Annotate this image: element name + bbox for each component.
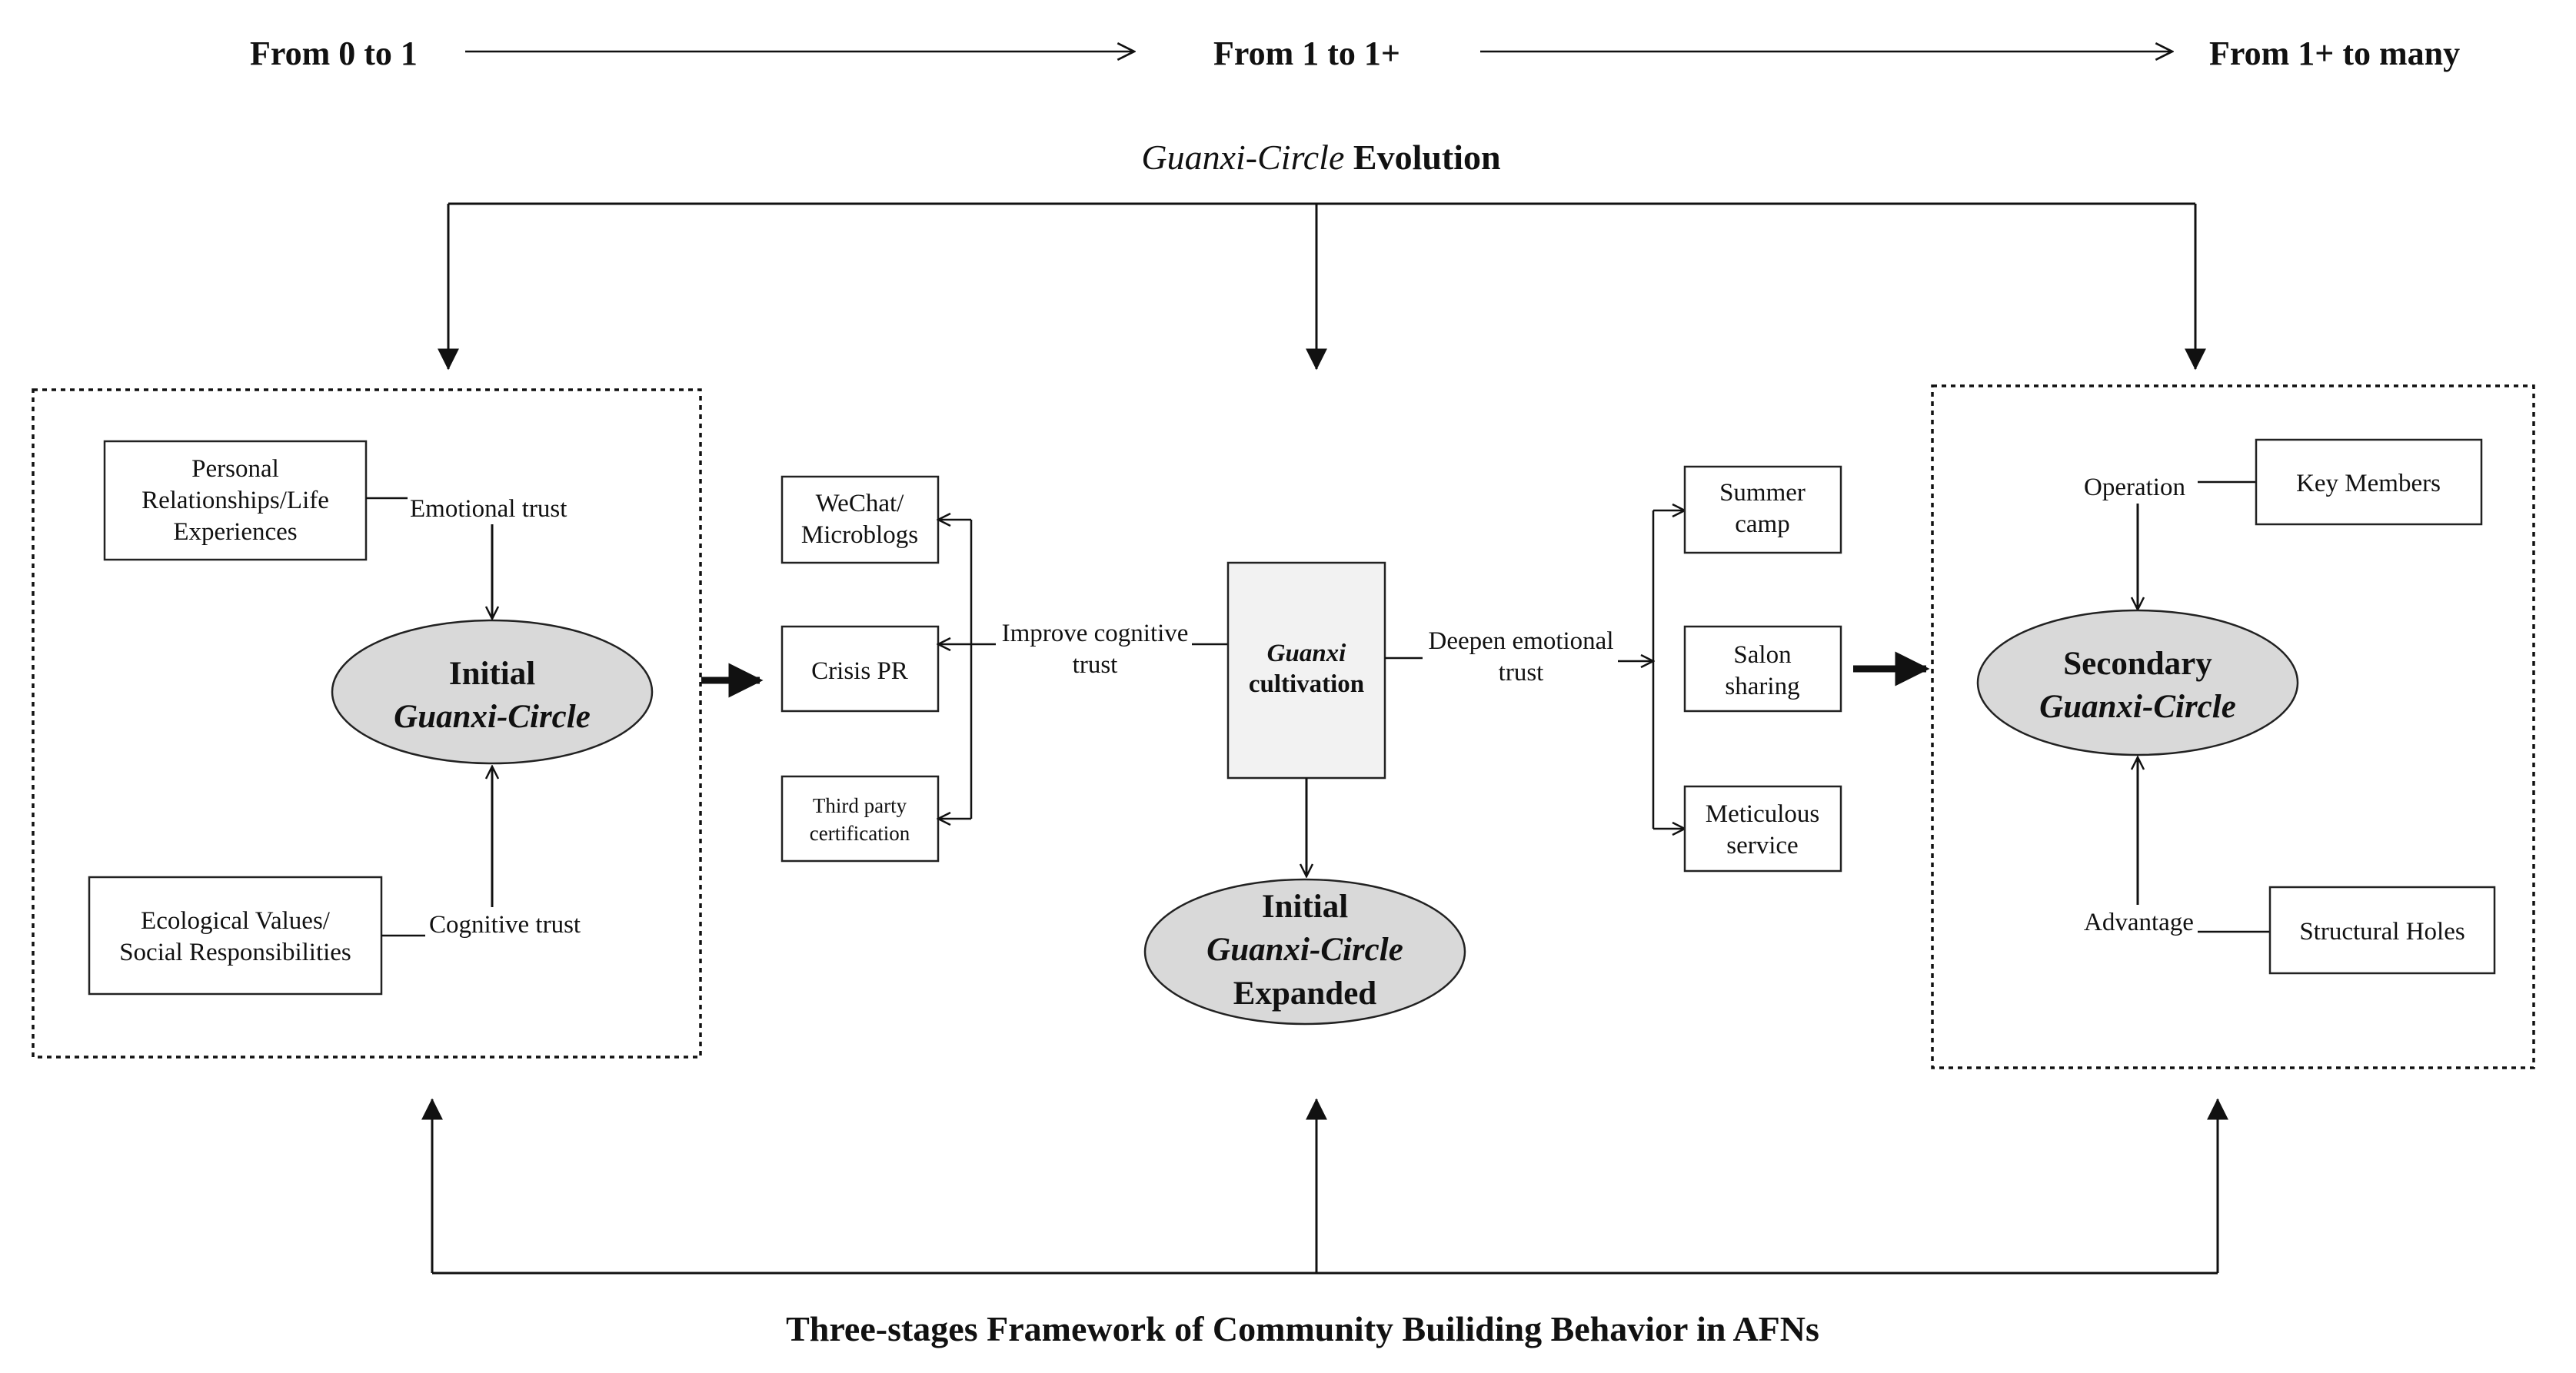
personal-label-3: Experiences [173,518,297,546]
structural-holes-box [2268,886,2496,975]
structural-holes-label: Structural Holes [2299,918,2465,946]
ecological-values-box [88,876,383,996]
operation-label: Operation [2084,474,2185,501]
cognitive-trust-label: Cognitive trust [429,911,581,939]
right-panel: Operation Key Members Secondary Guanxi-C… [1931,384,2535,1069]
ecological-label-2: Social Responsibilities [119,939,351,966]
wechat-microblogs-box [780,475,940,564]
expanded-label-2: Guanxi-Circle [1206,932,1403,968]
deepen-emotional-label-1: Deepen emotional [1429,627,1614,655]
crisis-pr-box [780,625,940,713]
initial-circle-label-2: Guanxi-Circle [394,699,591,735]
emotional-trust-label: Emotional trust [410,495,567,523]
wechat-label-2: Microblogs [801,521,918,549]
stage-label-0-to-1: From 0 to 1 [250,35,418,72]
salon-sharing-label-1: Salon [1733,641,1791,669]
salon-sharing-label-2: sharing [1725,673,1799,700]
framework-bottom-connector [421,1098,2228,1275]
evolution-title: Guanxi-Circle Evolution [1141,138,1500,177]
secondary-circle-label-2: Guanxi-Circle [2039,689,2236,725]
stage-label-1plus-to-many: From 1+ to many [2209,35,2460,72]
left-panel: Personal Relationships/Life Experiences … [32,388,702,1059]
initial-guanxi-circle-expanded-oval [1143,878,1466,1026]
right-panel-frame [1931,384,2535,1069]
initial-circle-label-1: Initial [449,656,535,692]
third-party-label-2: certification [810,822,910,845]
advantage-label: Advantage [2084,909,2194,936]
third-party-certification-box [780,775,940,863]
key-members-label: Key Members [2296,470,2441,497]
emotional-trust-tools: Deepen emotional trust Summer camp Salon… [1385,465,1842,873]
salon-sharing-box [1683,625,1842,713]
stage-timeline: From 0 to 1 From 1 to 1+ From 1+ to many [250,35,2460,72]
secondary-circle-label-1: Secondary [2063,646,2212,682]
improve-cognitive-label-1: Improve cognitive [1002,620,1189,647]
cultivation-label-1: Guanxi [1267,640,1347,667]
cultivation-label-2: cultivation [1249,670,1364,698]
guanxi-cultivation-box [1226,561,1386,780]
meticulous-service-box [1683,785,1842,873]
improve-cognitive-label-2: trust [1073,651,1118,679]
cognitive-trust-tools: WeChat/ Microblogs Crisis PR Third party… [780,475,1228,863]
initial-guanxi-circle-oval [331,619,654,765]
deepen-emotional-label-2: trust [1499,659,1544,686]
meticulous-service-label-2: service [1726,832,1798,859]
key-members-box [2255,438,2483,526]
framework-title: Three-stages Framework of Community Buil… [786,1309,1819,1348]
meticulous-service-label-1: Meticulous [1706,800,1819,828]
expanded-label-1: Initial [1262,889,1348,925]
personal-label-1: Personal [191,455,279,483]
evolution-top-connector [438,202,2206,371]
wechat-label-1: WeChat/ [816,490,904,517]
stage-label-1-to-1plus: From 1 to 1+ [1213,35,1400,72]
secondary-guanxi-circle-oval [1976,609,2299,756]
left-panel-frame [32,388,702,1059]
center-column: Guanxi cultivation Initial Guanxi-Circle… [1143,561,1466,1026]
summer-camp-label-1: Summer [1719,479,1806,507]
third-party-label-1: Third party [813,794,907,817]
summer-camp-box [1683,465,1842,554]
expanded-label-3: Expanded [1233,976,1377,1012]
crisis-pr-label: Crisis PR [811,657,908,685]
personal-label-2: Relationships/Life [141,487,329,514]
personal-relationships-box [103,440,368,561]
summer-camp-label-2: camp [1735,510,1789,538]
ecological-label-1: Ecological Values/ [141,907,331,935]
